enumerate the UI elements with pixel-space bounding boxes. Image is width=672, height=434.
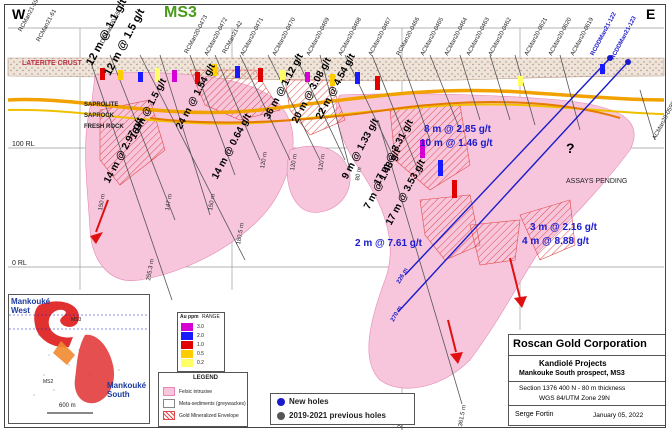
- east-label: E: [646, 6, 656, 22]
- au-ppm-legend: Au ppm RANGE 3.0 2.0 1.0 0.5 0.2: [177, 312, 225, 372]
- assays-pending-label: ASSAYS PENDING: [566, 178, 628, 185]
- hole-collars: [607, 55, 631, 65]
- prospect-label: MS3: [164, 4, 197, 21]
- intercept-new-label: 3 m @ 2.16 g/t: [530, 222, 597, 233]
- divider: [509, 381, 665, 382]
- inset-scale-label: 600 m: [59, 403, 76, 409]
- inset-ms2-label: MS2: [43, 379, 54, 385]
- west-label: W: [12, 6, 26, 22]
- question-mark: ?: [566, 140, 575, 156]
- value: 2.0: [197, 333, 204, 339]
- swatch: [163, 387, 175, 396]
- fresh-rock-label: FRESH ROCK: [84, 124, 124, 130]
- project-name: Kandiolé Projects: [539, 359, 607, 368]
- drill-hole-legend: New holes 2019-2021 previous holes: [270, 393, 415, 425]
- rl-100-label: 100 RL: [12, 141, 35, 148]
- label: New holes: [289, 397, 329, 406]
- intercept-new-label: 4 m @ 8.88 g/t: [522, 236, 589, 247]
- label: 2019-2021 previous holes: [289, 411, 386, 420]
- previous-hole-dot-icon: [277, 411, 285, 420]
- au-legend-range: RANGE: [202, 314, 220, 320]
- au-legend-title: Au ppm: [180, 314, 199, 320]
- value: 0.2: [197, 360, 204, 366]
- intercept-new-label: 10 m @ 1.46 g/t: [420, 138, 493, 149]
- legend-new-holes: New holes: [277, 397, 329, 406]
- lithology-legend: LEGEND Felsic intrusive Meta-sediments (…: [158, 372, 248, 427]
- swatch: [181, 332, 193, 340]
- label: Meta-sediments (greywackes): [179, 400, 246, 407]
- legend-title: LEGEND: [193, 375, 219, 381]
- new-drill-holes: [397, 57, 629, 313]
- divider: [509, 405, 665, 406]
- author: Serge Fortin: [515, 411, 554, 418]
- saprock-label: SAPROCK: [84, 113, 115, 119]
- intercept-new-label: 2 m @ 7.61 g/t: [355, 238, 422, 249]
- prospect-name: Mankouke South prospect, MS3: [519, 370, 625, 377]
- value: 0.5: [197, 351, 204, 357]
- oxidation-lines: [7, 88, 665, 125]
- au-legend-row: 1.0: [181, 341, 204, 349]
- au-legend-row: 3.0: [181, 323, 204, 331]
- previous-drill-holes: [89, 54, 656, 405]
- inset-ms3-label: MS3: [71, 317, 82, 323]
- au-legend-row: 2.0: [181, 332, 204, 340]
- value: 1.0: [197, 342, 204, 348]
- legend-item: Meta-sediments (greywackes): [163, 399, 246, 408]
- legend-previous-holes: 2019-2021 previous holes: [277, 411, 386, 420]
- datum-info: WGS 84/UTM Zone 29N: [539, 395, 610, 402]
- inset-map-drawing: [9, 301, 149, 414]
- inset-south-label: Mankouké South: [107, 381, 147, 399]
- au-legend-row: 0.5: [181, 350, 204, 358]
- saprolite-label: SAPROLITE: [84, 102, 119, 108]
- date: January 05, 2022: [593, 412, 644, 419]
- swatch: [181, 323, 193, 331]
- location-inset-map: Mankouké West Mankouké South 600 m MS2 M…: [8, 294, 150, 424]
- label: Felsic intrusive: [179, 388, 213, 395]
- red-arrows: [90, 199, 527, 364]
- section-info: Section 1376 400 N - 80 m thickness: [519, 385, 626, 392]
- swatch: [181, 350, 193, 358]
- swatch: [163, 399, 175, 408]
- swatch: [163, 411, 175, 420]
- laterite-label: LATERITE CRUST: [22, 60, 82, 67]
- new-hole-dot-icon: [277, 397, 285, 406]
- assay-strips: [100, 64, 605, 198]
- inset-west-label: Mankouké West: [11, 297, 51, 315]
- legend-item: Gold Mineralized Envelope: [163, 411, 239, 420]
- label: Gold Mineralized Envelope: [179, 412, 239, 419]
- rl-0-label: 0 RL: [12, 260, 27, 267]
- value: 3.0: [197, 324, 204, 330]
- au-legend-row: 0.2: [181, 359, 204, 367]
- divider: [509, 355, 665, 356]
- legend-item: Felsic intrusive: [163, 387, 212, 396]
- swatch: [181, 341, 193, 349]
- swatch: [181, 359, 193, 367]
- title-block: Roscan Gold Corporation Kandiolé Project…: [508, 334, 666, 426]
- company-name: Roscan Gold Corporation: [513, 338, 647, 350]
- intercept-new-label: 8 m @ 2.85 g/t: [424, 124, 491, 135]
